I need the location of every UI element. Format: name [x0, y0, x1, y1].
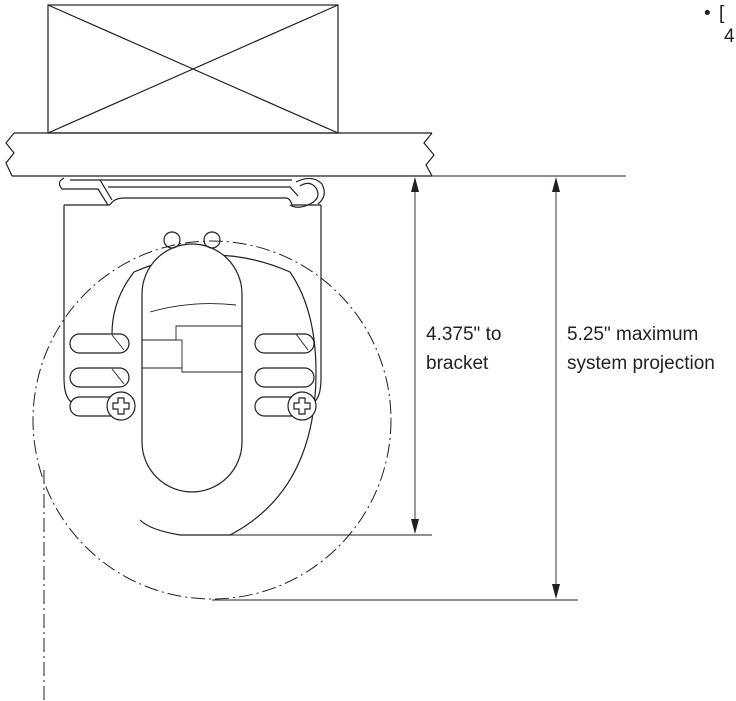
projection-dimension-line — [552, 177, 560, 599]
projection-dimension-line2: system projection — [567, 353, 715, 374]
left-screw — [106, 391, 136, 421]
projection-dimension-label: 5.25" maximum system projection — [567, 324, 715, 374]
bracket-dimension-line — [411, 177, 419, 534]
projection-dimension-line1: 5.25" maximum — [567, 324, 698, 345]
corner-bullet: • — [704, 3, 711, 24]
slot-mechanism — [142, 325, 242, 373]
bracket-dimension-label: 4.375" to bracket — [426, 324, 507, 374]
corner-bracket-char: [ — [719, 3, 725, 24]
ceiling-joist — [47, 4, 339, 134]
lamp-rotation-circle — [32, 240, 392, 600]
bracket-dimension-line2: bracket — [426, 353, 489, 374]
ceiling-board — [5, 132, 435, 177]
right-screw — [287, 391, 317, 421]
bracket-dimension-line1: 4.375" to — [426, 324, 501, 345]
rail-clip — [58, 177, 325, 208]
adjustment-slot — [141, 243, 243, 493]
mounting-holes — [163, 231, 221, 249]
corner-digit: 4 — [724, 26, 735, 47]
